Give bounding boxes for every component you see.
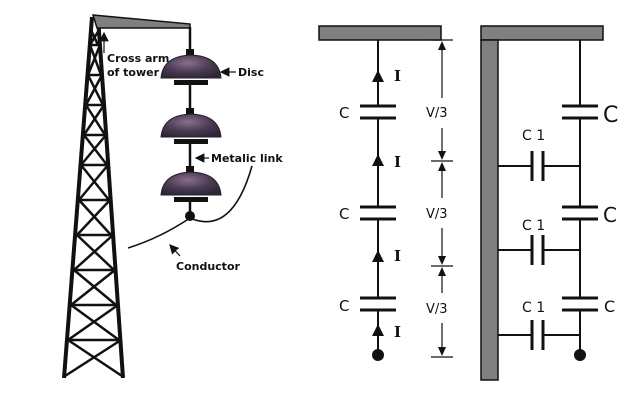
capacitor-label-3: C (339, 297, 349, 315)
series-capacitor-2 (562, 205, 598, 221)
series-capacitor-label-3: C (604, 297, 615, 316)
metalic-link-label: Metalic link (211, 152, 283, 165)
current-label-2: I (394, 153, 401, 171)
current-arrow-4 (372, 324, 384, 336)
current-arrow-2 (372, 154, 384, 166)
shunt-capacitor-label-1: C 1 (522, 128, 545, 144)
shunt-capacitance-circuit (480, 25, 604, 381)
tower-body (480, 39, 499, 381)
shunt-capacitor-2 (498, 235, 580, 265)
voltage-dimension (431, 39, 453, 358)
voltage-label-2: V/3 (426, 207, 448, 222)
capacitor-3 (360, 296, 396, 312)
series-capacitor-label-2: C (603, 203, 617, 227)
current-label-4: I (394, 323, 401, 341)
series-capacitor-label-1: C (603, 103, 618, 128)
cross-arm-bar-right (480, 25, 604, 41)
disc-1 (160, 54, 222, 85)
shunt-capacitor-3 (498, 320, 580, 350)
shunt-capacitor-label-3: C 1 (522, 300, 545, 316)
capacitor-1 (360, 104, 396, 120)
conductor-node (372, 349, 384, 361)
capacitor-2 (360, 205, 396, 221)
current-label-3: I (394, 247, 401, 265)
shunt-capacitor-1 (498, 151, 580, 181)
tower (62, 14, 191, 379)
tower-lattice (64, 29, 123, 378)
conductor-line (127, 165, 253, 249)
disc-3 (160, 171, 222, 202)
current-arrow-3 (372, 250, 384, 262)
series-capacitor-1 (562, 104, 598, 120)
disc-label: Disc (238, 66, 264, 79)
conductor-label: Conductor (176, 260, 241, 273)
capacitor-label-1: C (339, 104, 349, 122)
tower-cross-arm (91, 14, 191, 29)
cross-arm-label: Cross arm of tower (107, 52, 173, 79)
disc-string (160, 27, 222, 221)
conductor-node-right (574, 349, 586, 361)
voltage-label-3: V/3 (426, 302, 448, 317)
voltage-label-1: V/3 (426, 106, 448, 121)
current-label-1: I (394, 67, 401, 85)
shunt-capacitor-label-2: C 1 (522, 218, 545, 234)
cross-arm-bar (318, 25, 442, 41)
capacitor-label-2: C (339, 205, 349, 223)
current-arrow-1 (372, 70, 384, 82)
series-string-circuit (318, 25, 442, 361)
series-capacitor-3 (562, 296, 598, 312)
disc-2 (160, 113, 222, 144)
